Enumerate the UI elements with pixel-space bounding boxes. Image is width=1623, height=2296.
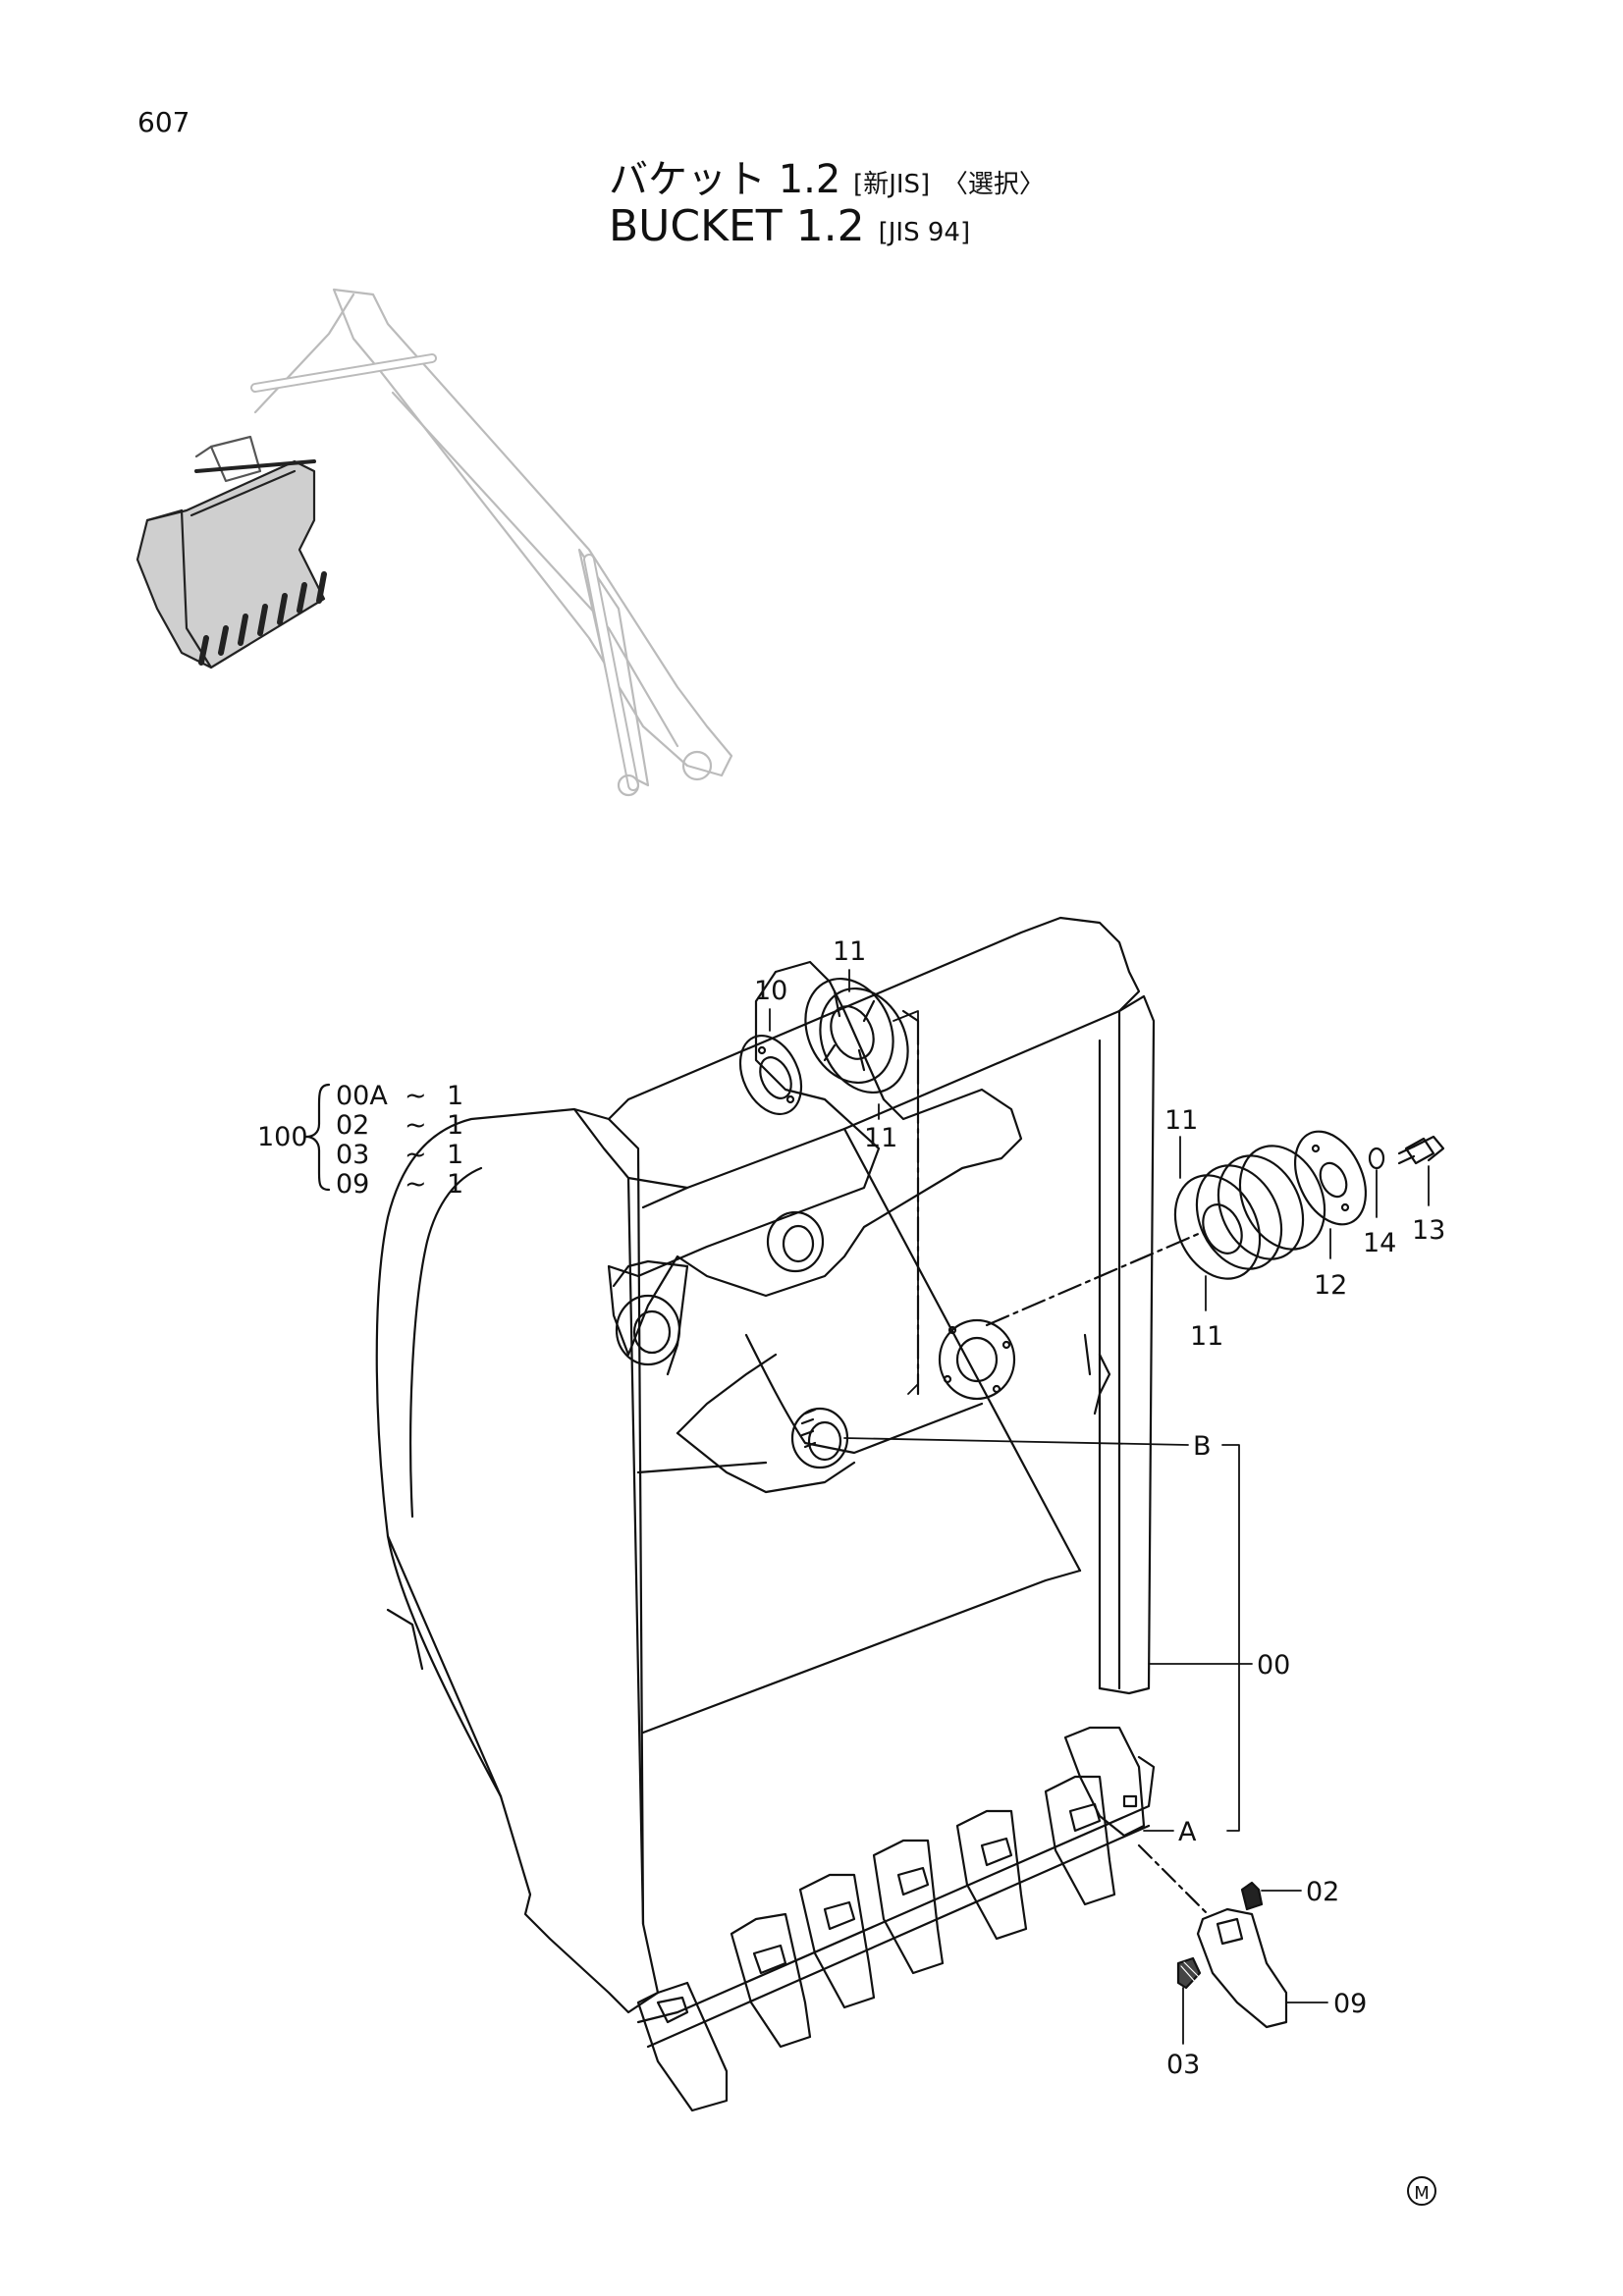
- excavator-overview: [135, 288, 733, 797]
- kit-item-qty: 1: [447, 1081, 463, 1111]
- title-english-main: BUCKET 1.2: [609, 201, 865, 251]
- title-japanese-option: 〈選択〉: [942, 170, 1045, 199]
- title-japanese: バケット 1.2 [新JIS] 〈選択〉: [609, 147, 1045, 204]
- callout-02: 02: [1306, 1877, 1339, 1907]
- kit-label-group: 100 00A ~ 1 02 ~ 1 03 ~ 1 09 ~ 1: [257, 1081, 463, 1200]
- bucket-assembly: [375, 916, 1445, 2112]
- footer-mark: M: [1414, 2183, 1430, 2204]
- callout-03: 03: [1166, 2050, 1200, 2080]
- pin-parts-top: [738, 977, 909, 1115]
- kit-item-sep: ~: [405, 1081, 427, 1111]
- title-english: BUCKET 1.2 [JIS 94]: [609, 201, 970, 251]
- title-japanese-main: バケット 1.2: [609, 157, 841, 202]
- callout-00: 00: [1257, 1650, 1290, 1681]
- kit-item-part: 00A: [336, 1081, 388, 1111]
- kit-brace: [304, 1083, 331, 1192]
- teeth-row: [636, 1726, 1146, 2112]
- kit-item-sep: ~: [405, 1169, 427, 1200]
- tooth-point-09: [1176, 1881, 1288, 2029]
- title-english-spec: [JIS 94]: [878, 218, 971, 247]
- kit-item-qty: 1: [447, 1169, 463, 1200]
- kit-item-part: 03: [336, 1140, 369, 1170]
- kit-item-sep: ~: [405, 1140, 427, 1170]
- leader-lines: [769, 969, 1430, 2045]
- footer-mark-circle: [1407, 2176, 1436, 2206]
- callout-11-right-top: 11: [1164, 1105, 1198, 1136]
- callout-12: 12: [1314, 1270, 1347, 1301]
- kit-item-part: 02: [336, 1110, 369, 1141]
- pin-parts-right: [1173, 1130, 1445, 1280]
- callout-09: 09: [1333, 1989, 1367, 2019]
- callout-labels: 11 10 11 11 13 14 12 11 B 00 A 02 09 03: [754, 936, 1445, 2080]
- callout-B: B: [1193, 1431, 1212, 1462]
- page-number: 607: [137, 106, 190, 138]
- callout-A: A: [1178, 1817, 1197, 1847]
- title-japanese-spec: [新JIS]: [853, 170, 931, 199]
- kit-number: 100: [257, 1122, 308, 1152]
- callout-14: 14: [1363, 1228, 1396, 1258]
- callout-13: 13: [1412, 1215, 1445, 1246]
- callout-11-right-bottom: 11: [1190, 1321, 1223, 1352]
- kit-item-qty: 1: [447, 1110, 463, 1141]
- kit-item-sep: ~: [405, 1110, 427, 1141]
- callout-10: 10: [754, 976, 787, 1006]
- kit-item-qty: 1: [447, 1140, 463, 1170]
- kit-item-part: 09: [336, 1169, 369, 1200]
- callout-11-top: 11: [833, 936, 866, 967]
- callout-11-mid: 11: [864, 1123, 897, 1153]
